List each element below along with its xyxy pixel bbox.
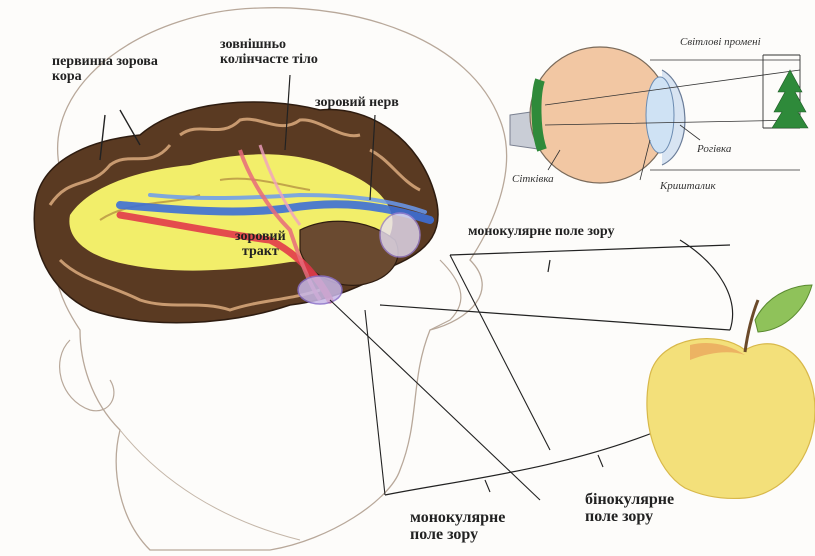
label-binocular-field: бінокулярне поле зору — [585, 492, 674, 526]
tree-icon — [772, 70, 808, 128]
label-iris: Рогівка — [697, 143, 731, 155]
optic-chiasm — [298, 276, 342, 304]
label-optic-tract: зоровий тракт — [235, 230, 286, 259]
field-line-mid — [380, 305, 730, 330]
label-retina: Сітківка — [512, 173, 554, 185]
field-line-top — [450, 245, 730, 255]
jaw-outline — [120, 430, 300, 540]
label-light-rays: Світлові промені — [680, 36, 761, 48]
apple — [647, 339, 815, 499]
label-monocular-field-bottom: монокулярне поле зору — [410, 510, 505, 544]
label-lateral-geniculate-body: зовнішньо колінчасте тіло — [220, 38, 318, 67]
field-line-cross1 — [450, 255, 550, 450]
label-optic-nerve: зоровий нерв — [315, 96, 399, 111]
field-line-cross2 — [365, 310, 385, 495]
apple-leaf — [755, 285, 812, 332]
label-lens: Кришталик — [660, 180, 716, 192]
eyeball-left — [380, 213, 420, 257]
eye-inset — [510, 47, 808, 183]
field-line-cross3 — [330, 300, 540, 500]
label-monocular-field-top: монокулярне поле зору — [468, 225, 615, 240]
field-line-bottom — [385, 430, 660, 495]
eye-lens — [646, 77, 674, 153]
label-primary-visual-cortex: первинна зорова кора — [52, 55, 158, 84]
field-line-upper-arc — [680, 240, 733, 330]
